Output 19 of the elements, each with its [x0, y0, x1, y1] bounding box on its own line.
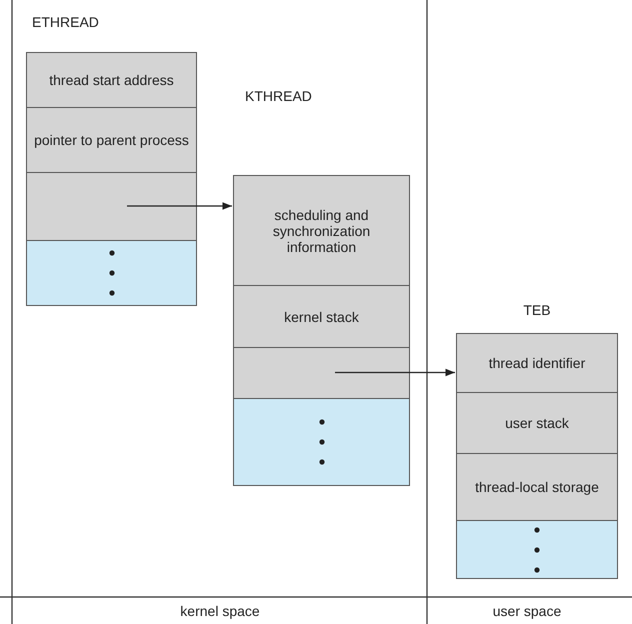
- region-label: user space: [492, 603, 562, 619]
- structure-heading: KTHREAD: [245, 88, 312, 104]
- memory-field: [233, 398, 410, 486]
- memory-field: [26, 172, 197, 241]
- pointer-arrow: [127, 202, 232, 210]
- pointer-arrow: [335, 368, 455, 376]
- structure-heading: ETHREAD: [32, 14, 99, 30]
- memory-field: pointer to parent process: [26, 107, 197, 173]
- memory-field: [26, 240, 197, 306]
- memory-field: user stack: [456, 392, 618, 454]
- memory-field: kernel stack: [233, 285, 410, 348]
- region-label: kernel space: [180, 603, 260, 619]
- memory-field: thread start address: [26, 52, 197, 108]
- structure-heading: TEB: [522, 302, 552, 318]
- memory-field: scheduling and synchronization information: [233, 175, 410, 286]
- memory-field: thread-local storage: [456, 453, 618, 521]
- memory-field: thread identifier: [456, 333, 618, 393]
- memory-field: [233, 347, 410, 399]
- memory-field: [456, 520, 618, 579]
